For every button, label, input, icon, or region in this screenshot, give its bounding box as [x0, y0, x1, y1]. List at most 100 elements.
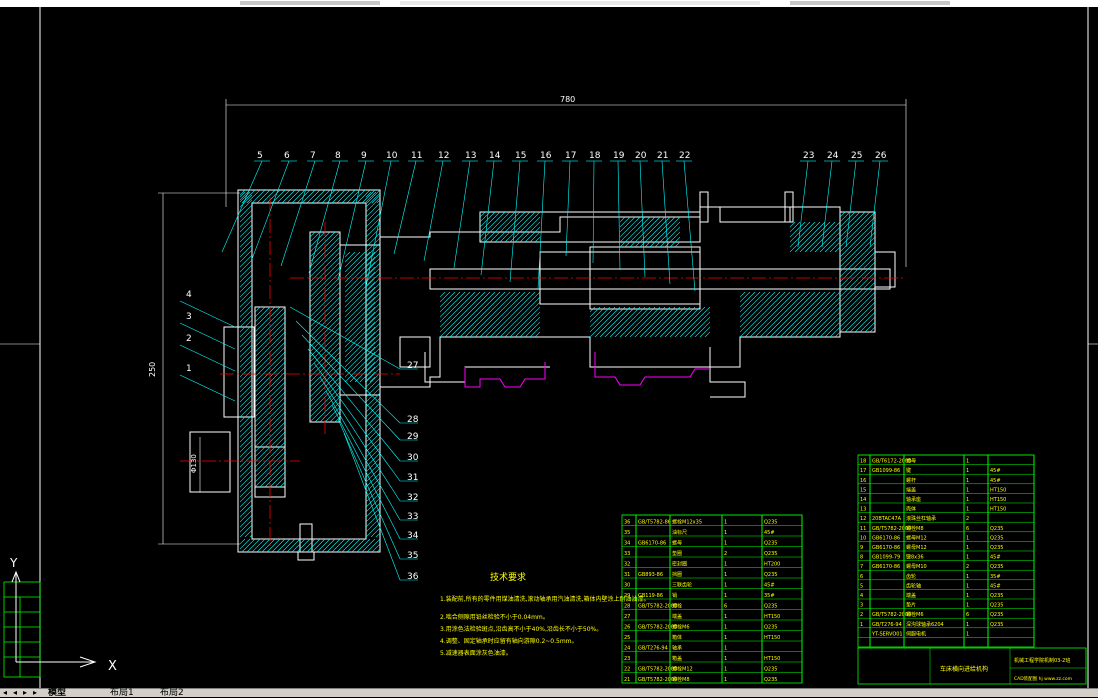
balloon-label: 29: [407, 432, 419, 442]
bom-cell: 端盖: [672, 613, 682, 620]
bom-cell: 9: [860, 545, 863, 551]
bom-cell: 25: [624, 635, 630, 641]
balloon-label: 21: [657, 151, 668, 161]
drawing-frame: [0, 7, 1098, 688]
balloon-label: 23: [803, 151, 814, 161]
bom-cell: Q235: [990, 526, 1003, 532]
bom-cell: 35#: [764, 593, 775, 599]
bom-cell: GB6170-86: [638, 541, 666, 547]
bom-cell: 27: [624, 614, 630, 620]
bom-cell: 36: [624, 520, 630, 526]
bom-cell: 7: [860, 564, 863, 570]
bom-cell: 2: [724, 551, 727, 557]
balloon-label: 22: [679, 151, 690, 161]
bom-cell: 45#: [990, 478, 1001, 484]
bom-cell: 1: [966, 574, 969, 580]
tech-title: 技术要求: [490, 571, 526, 583]
bom-cell: 4: [860, 593, 863, 599]
bom-cell: 1: [724, 520, 727, 526]
bom-cell: 螺母M10: [906, 563, 927, 570]
balloon-label: 3: [186, 312, 192, 322]
balloon-label: 17: [565, 151, 576, 161]
bom-cell: Q235: [764, 677, 777, 683]
bom-cell: Q235: [764, 604, 777, 610]
balloon-label: 16: [540, 151, 552, 161]
bom-cell: 1: [724, 562, 727, 568]
bom-cell: 1: [966, 622, 969, 628]
bom-cell: 11: [860, 526, 866, 532]
bom-cell: 键: [906, 467, 911, 474]
balloon-label: 8: [335, 151, 341, 161]
bom-cell: 油标尺: [672, 529, 687, 536]
tech-note-2: 2.啮合侧隙用铅丝检验不小于0.04mm。: [440, 613, 549, 621]
tab-layout2[interactable]: 布局2: [160, 688, 184, 698]
bom-cell: 1: [724, 593, 727, 599]
bom-cell: 垫片: [906, 602, 916, 609]
bom-cell: 45#: [990, 583, 1001, 589]
bom-cell: 1: [966, 535, 969, 541]
bom-cell: 1: [724, 541, 727, 547]
tech-note-4: 4.调整、固定轴承时应留有轴向游隙0.2~0.5mm。: [440, 637, 578, 645]
bom-cell: 螺杆: [906, 477, 916, 484]
bom-cell: 26: [624, 625, 630, 631]
tab-model[interactable]: 模型: [48, 688, 67, 698]
bom-cell: GB6170-86: [872, 564, 900, 570]
tech-note-3: 3.用涂色法检验斑点,沿齿高不小于40%,沿齿长不小于50%。: [440, 625, 602, 633]
bom-cell: GB/T5782-2000: [638, 667, 677, 673]
bom-cell: GB119-86: [638, 593, 663, 599]
tab-nav-last-icon[interactable]: ▸: [33, 688, 38, 697]
bom-cell: HT150: [990, 497, 1006, 503]
bom-cell: 壳体: [906, 506, 916, 513]
tech-note-5: 5.减速器表面涂灰色油漆。: [440, 649, 512, 657]
balloon-label: 27: [407, 361, 418, 371]
bom-cell: 13: [860, 507, 866, 513]
bom-cell: 2: [966, 516, 969, 522]
bom-cell: GB/T5782-2000: [872, 612, 911, 618]
left-margin-block: [3, 581, 41, 678]
balloon-label: 9: [361, 151, 367, 161]
bom-cell: 1: [966, 631, 969, 637]
bom-cell: 端盖: [906, 592, 916, 599]
bom-cell: 螺栓M6: [906, 611, 924, 618]
bom-cell: HT150: [764, 635, 780, 641]
bom-cell: 2: [966, 564, 969, 570]
bom-cell: 1: [724, 635, 727, 641]
bom-cell: 6: [860, 574, 863, 580]
bom-cell: GB1099-86: [872, 468, 900, 474]
balloon-label: 28: [407, 415, 419, 425]
dimensions: [158, 99, 907, 545]
bom-cell: 1: [724, 667, 727, 673]
bom-cell: GB/T5782-2000: [638, 604, 677, 610]
bom-cell: 1: [966, 583, 969, 589]
balloon-label: 20: [635, 151, 647, 161]
bom-cell: 螺母M12: [906, 544, 927, 551]
tab-layout1[interactable]: 布局1: [110, 688, 134, 698]
bom-cell: GB/T5782-2000: [638, 677, 677, 683]
tab-nav-next-icon[interactable]: ▸: [23, 688, 28, 697]
tab-nav-first-icon[interactable]: ◂: [3, 688, 8, 697]
balloon-label: 11: [411, 151, 422, 161]
center-lines: [180, 197, 905, 547]
bom-cell: YT-SERVO01: [871, 631, 903, 637]
bom-cell: 螺母: [672, 540, 682, 547]
bom-cell: 6: [966, 612, 969, 618]
bom-cell: GB/T276-94: [872, 622, 902, 628]
bom-cell: HT150: [764, 614, 780, 620]
bom-cell: 1: [724, 656, 727, 662]
bom-cell: 1: [860, 622, 863, 628]
bom-cell: 45#: [990, 468, 1001, 474]
bom-cell: 29: [624, 593, 630, 599]
bom-cell: GB/T5782-2000: [638, 625, 677, 631]
bom-cell: 31: [624, 572, 630, 578]
bom-cell: 螺栓M8: [906, 525, 924, 532]
bom-cell: 23: [624, 656, 630, 662]
bom-cell: 5: [860, 583, 863, 589]
tab-nav-prev-icon[interactable]: ◂: [13, 688, 18, 697]
bom-cell: 1: [966, 507, 969, 513]
bom-cell: GB6170-86: [872, 545, 900, 551]
bom-cell: 螺栓M8: [672, 676, 690, 683]
bom-cell: Q235: [764, 625, 777, 631]
ucs-icon: [11, 570, 97, 668]
